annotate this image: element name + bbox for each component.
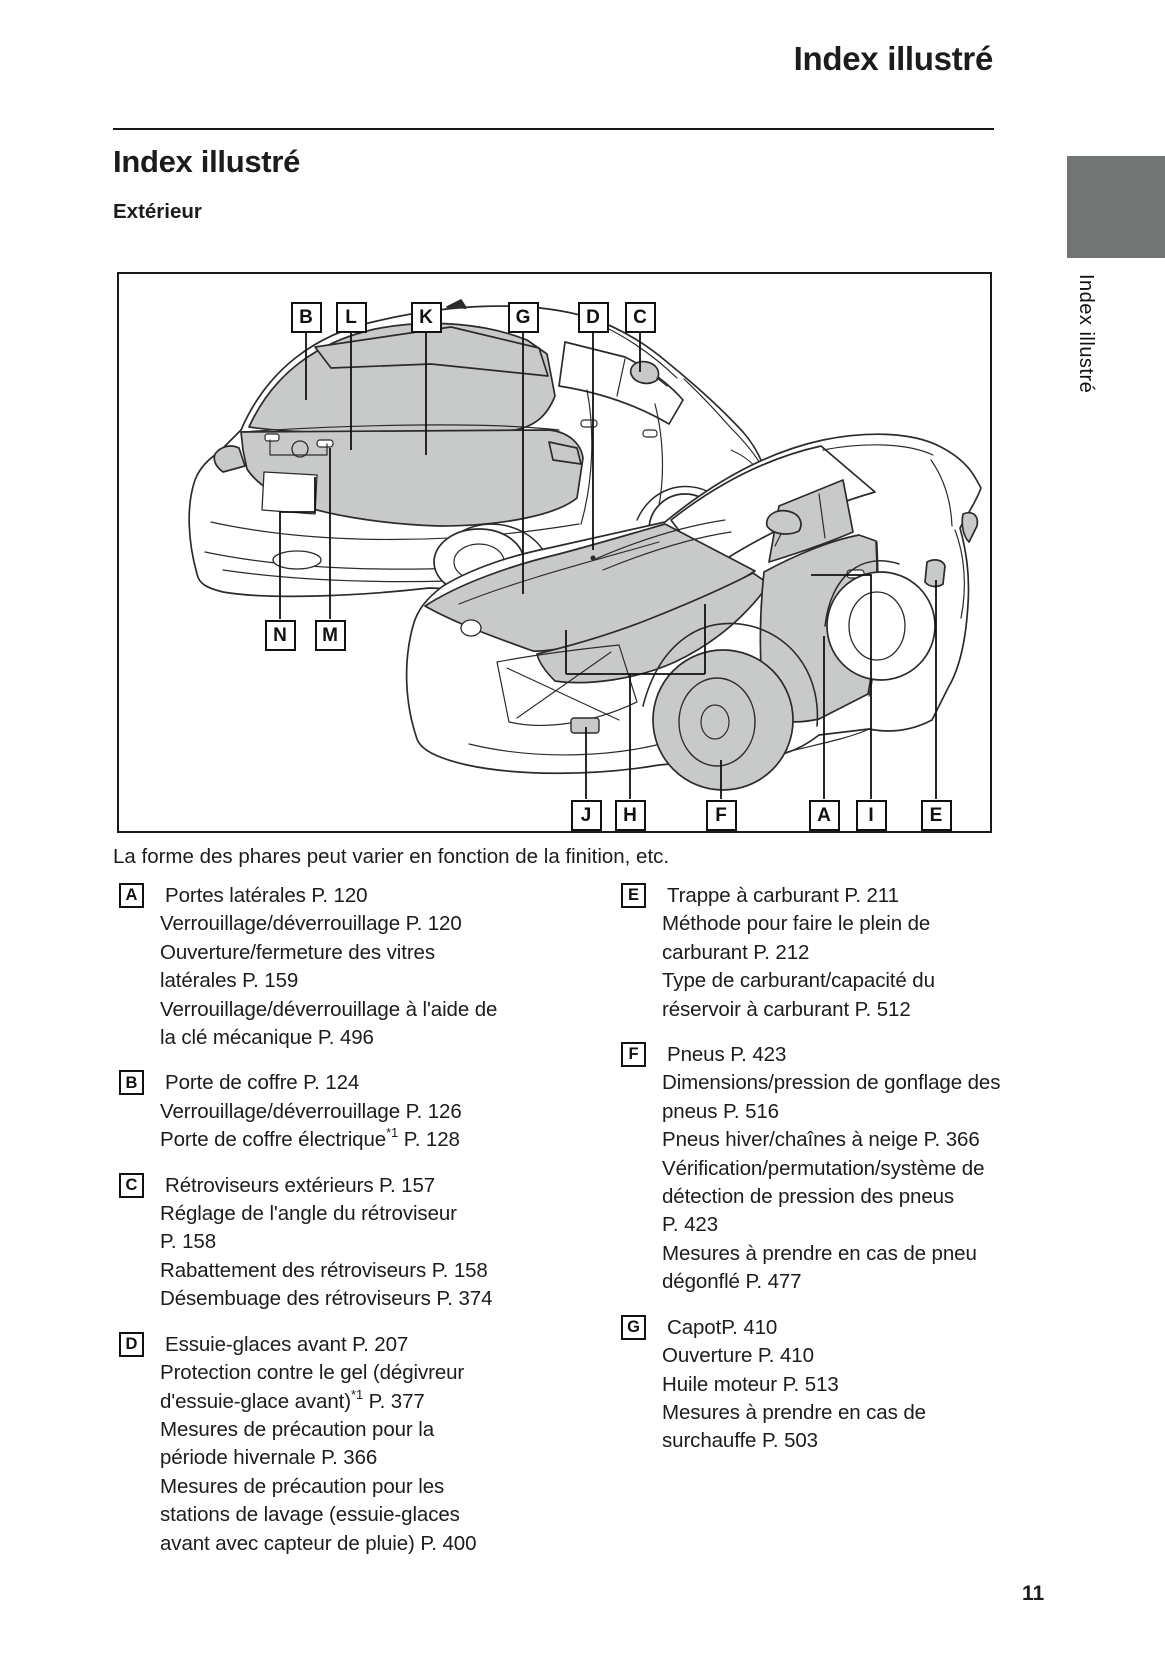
- index-letter-box: E: [621, 883, 646, 908]
- callout-box-A: A: [808, 799, 840, 831]
- index-line: Essuie-glaces avant P. 207: [165, 1332, 409, 1356]
- subsection-title: Extérieur: [113, 200, 202, 223]
- chapter-tab-marker: [1067, 156, 1165, 258]
- callout-box-C: C: [624, 301, 656, 333]
- index-line: d'essuie-glace avant)*1 P. 377: [160, 1386, 425, 1413]
- index-line: Type de carburant/capacité du: [662, 969, 935, 993]
- callout-box-K: K: [410, 301, 442, 333]
- index-line: Mesures de précaution pour la: [160, 1417, 435, 1441]
- header-title: Index illustré: [793, 40, 994, 77]
- index-line: détection de pression des pneus: [662, 1185, 955, 1209]
- index-line: Mesures de précaution pour les: [160, 1474, 445, 1498]
- index-line: latérales P. 159: [160, 969, 299, 993]
- callout-box-I: I: [855, 799, 887, 831]
- index-line: Vérification/permutation/système de: [662, 1156, 985, 1180]
- index-line: Rétroviseurs extérieurs P. 157: [165, 1173, 436, 1197]
- index-line: CapotP. 410: [667, 1315, 778, 1339]
- index-line: Portes latérales P. 120: [165, 884, 368, 907]
- index-line: avant avec capteur de pluie) P. 400: [160, 1531, 477, 1555]
- section-title: Index illustré: [113, 144, 301, 179]
- index-line: dégonflé P. 477: [662, 1270, 802, 1294]
- index-line: Mesures à prendre en cas de: [662, 1400, 926, 1424]
- callout-box-M: M: [314, 619, 346, 651]
- index-line: Méthode pour faire le plein de: [662, 912, 931, 936]
- index-line: Porte de coffre P. 124: [165, 1071, 360, 1095]
- index-line: stations de lavage (essuie-glaces: [160, 1503, 460, 1527]
- callout-box-D: D: [577, 301, 609, 333]
- car-illustration: [188, 299, 982, 799]
- figure-caption: La forme des phares peut varier en fonct…: [113, 845, 670, 868]
- callout-box-G: G: [507, 301, 539, 333]
- index-line: période hivernale P. 366: [160, 1446, 378, 1470]
- index-line: surchauffe P. 503: [662, 1429, 818, 1453]
- index-line: Trappe à carburant P. 211: [667, 884, 899, 907]
- index-line: Protection contre le gel (dégivreur: [160, 1361, 465, 1385]
- index-line: Dimensions/pression de gonflage des: [662, 1071, 1001, 1095]
- callout-box-N: N: [264, 619, 296, 651]
- index-line: Mesures à prendre en cas de pneu: [662, 1241, 977, 1265]
- index-line: pneus P. 516: [662, 1099, 779, 1123]
- leader-lines: [279, 332, 937, 799]
- index-line: la clé mécanique P. 496: [160, 1026, 374, 1050]
- index-letter-box: F: [621, 1042, 646, 1068]
- index-line: réservoir à carburant P. 512: [662, 997, 911, 1021]
- index-line: Verrouillage/déverrouillage P. 126: [160, 1099, 462, 1123]
- callout-box-L: L: [335, 301, 367, 333]
- header-rule: [113, 128, 994, 130]
- index-line: Pneus hiver/chaînes à neige P. 366: [662, 1128, 980, 1152]
- index-line: Verrouillage/déverrouillage P. 120: [160, 912, 462, 936]
- index-line: Réglage de l'angle du rétroviseur: [160, 1202, 457, 1226]
- index-letter-box: A: [119, 883, 144, 908]
- callout-box-H: H: [614, 799, 646, 831]
- index-letter-box: C: [119, 1172, 144, 1198]
- chapter-tab-label: Index illustré: [1075, 274, 1097, 394]
- index-line: carburant P. 212: [662, 940, 810, 964]
- index-line: Rabattement des rétroviseurs P. 158: [160, 1258, 488, 1282]
- index-line: Désembuage des rétroviseurs P. 374: [160, 1287, 493, 1311]
- index-letter-box: D: [119, 1331, 144, 1357]
- index-line: Pneus P. 423: [667, 1043, 787, 1067]
- callout-box-E: E: [920, 799, 952, 831]
- index-line: Verrouillage/déverrouillage à l'aide de: [160, 997, 498, 1021]
- index-letter-box: B: [119, 1070, 144, 1096]
- callout-box-F: F: [705, 799, 737, 831]
- index-line: Huile moteur P. 513: [662, 1372, 839, 1396]
- front-car-illustration: [405, 433, 982, 791]
- index-line: Porte de coffre électrique*1 P. 128: [160, 1125, 460, 1152]
- index-letter-box: G: [621, 1314, 646, 1340]
- page-number: 11: [1022, 1582, 1045, 1605]
- index-line: Ouverture/fermeture des vitres: [160, 940, 435, 964]
- index-line: P. 158: [160, 1230, 217, 1254]
- callout-box-J: J: [570, 799, 602, 831]
- callout-box-B: B: [290, 301, 322, 333]
- index-line: P. 423: [662, 1213, 719, 1237]
- index-line: Ouverture P. 410: [662, 1344, 814, 1368]
